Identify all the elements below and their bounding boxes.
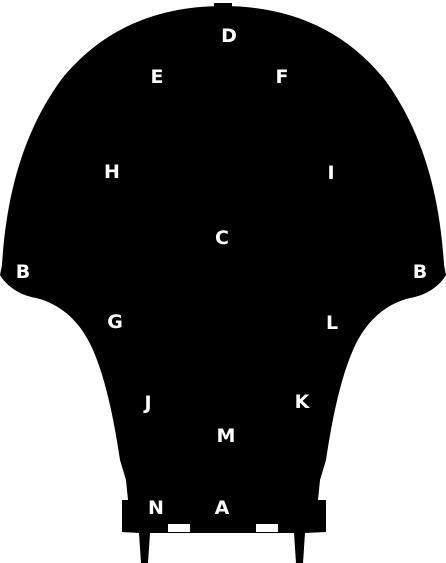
label-c: C [215,227,229,249]
label-f: F [276,66,289,88]
shoulder-knob-right [308,32,320,44]
label-j: J [142,392,151,414]
top-notch [214,3,232,8]
base-slot-2 [256,524,278,532]
side-tab-left [2,262,12,278]
label-b-left: B [16,261,30,283]
label-h: H [104,161,120,183]
silhouette [0,6,446,563]
label-m: M [217,425,236,447]
label-g: G [107,311,123,333]
label-i: I [327,162,334,184]
label-n: N [148,497,164,519]
label-d: D [221,25,237,47]
shoulder-knob-left [126,32,138,44]
label-b-right: B [413,261,427,283]
base-slot-1 [168,524,190,532]
label-l: L [326,312,338,334]
side-tab-right [434,262,444,278]
label-a: A [215,497,230,519]
label-e: E [151,66,164,88]
label-k: K [295,391,311,413]
